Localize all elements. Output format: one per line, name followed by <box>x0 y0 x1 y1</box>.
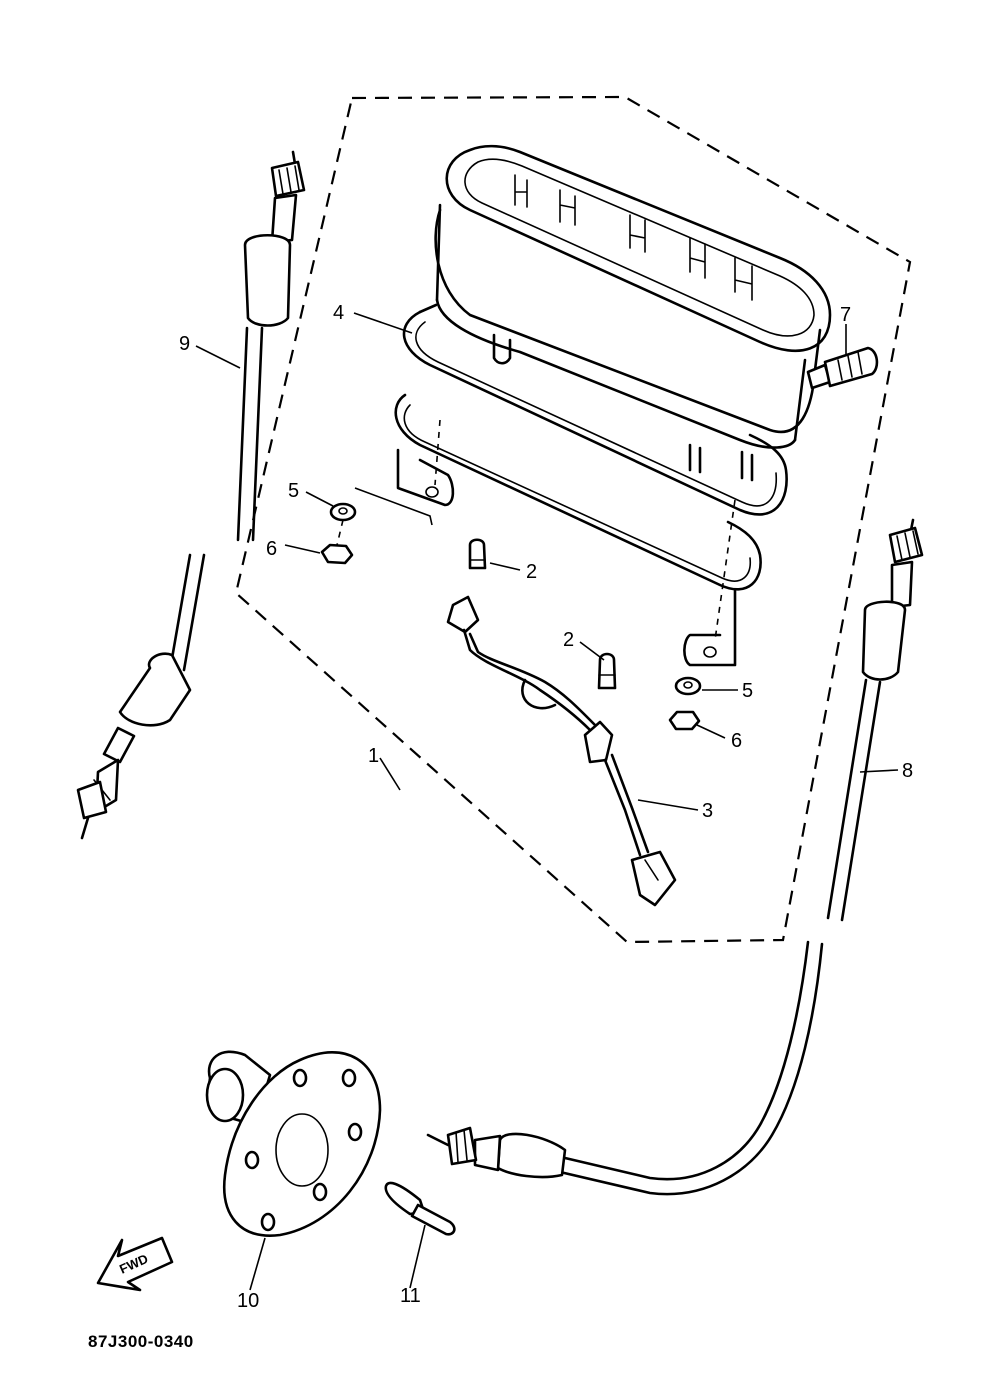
meter-bracket <box>394 393 762 667</box>
callout-3: 3 <box>702 800 713 822</box>
callout-6-left: 6 <box>266 538 277 560</box>
meter-case <box>434 144 832 482</box>
callout-11: 11 <box>400 1285 421 1307</box>
nut-right <box>668 710 701 731</box>
diagram-code: 87J300-0340 <box>88 1332 194 1351</box>
callout-4: 4 <box>333 302 344 324</box>
assembly-boundary <box>234 95 912 944</box>
trip-knob <box>806 346 879 390</box>
leader-lines <box>195 312 899 1291</box>
callout-5-right: 5 <box>742 680 753 702</box>
callout-8: 8 <box>902 760 913 782</box>
fwd-arrow-marker: FWD <box>96 1236 174 1292</box>
gasket <box>402 303 788 516</box>
callout-9: 9 <box>179 333 190 355</box>
cable-left <box>76 150 306 840</box>
wire-harness <box>446 595 677 907</box>
washer-left <box>329 502 357 522</box>
callout-6-right: 6 <box>731 730 742 752</box>
bulb-lower <box>597 652 617 690</box>
callout-7: 7 <box>840 304 851 326</box>
cable-right <box>426 518 924 1196</box>
callout-1: 1 <box>368 745 379 767</box>
callout-2-lower: 2 <box>563 629 574 651</box>
drive-flange <box>205 1050 382 1237</box>
callout-10: 10 <box>237 1290 259 1312</box>
washer-right <box>674 676 702 696</box>
callout-5-left: 5 <box>288 480 299 502</box>
callout-2-upper: 2 <box>526 561 537 583</box>
drive-pin <box>384 1181 456 1236</box>
bulb-upper <box>468 538 487 570</box>
nut-left <box>320 543 354 565</box>
